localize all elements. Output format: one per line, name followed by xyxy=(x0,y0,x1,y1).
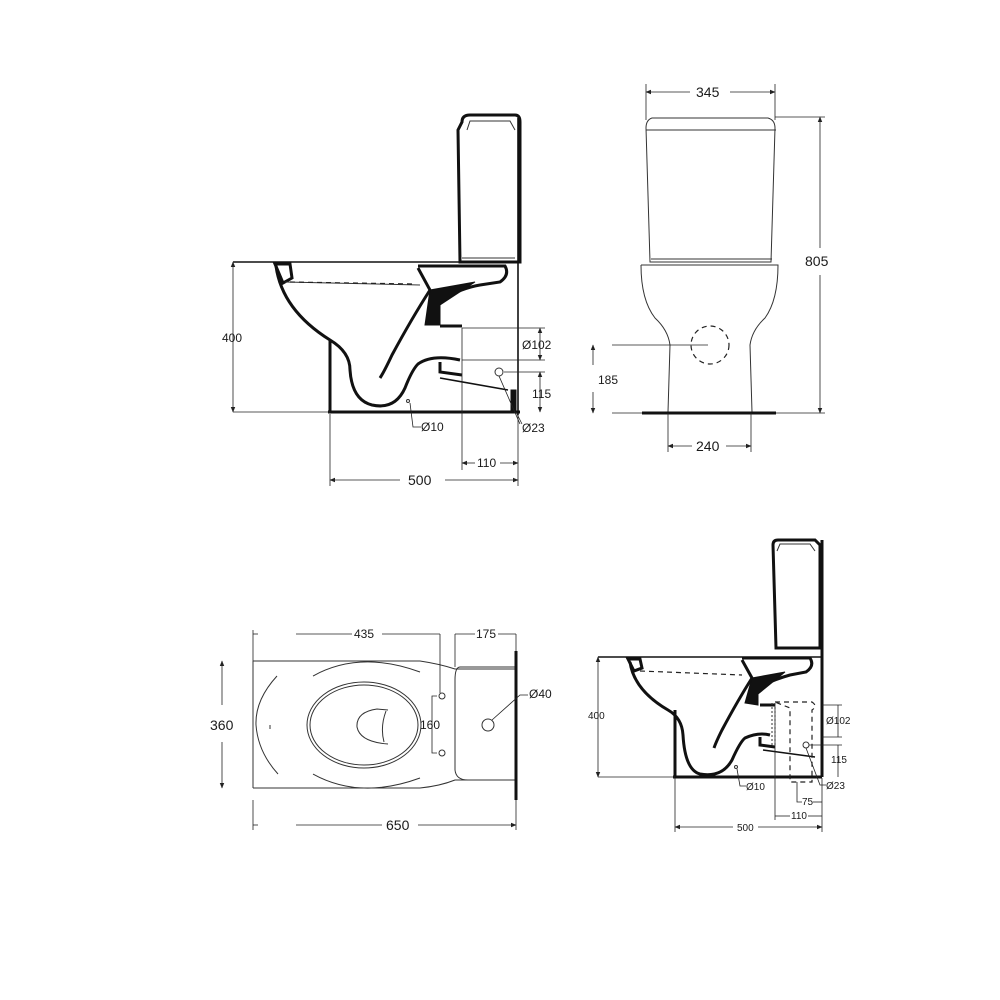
dim-alt-fixing-hole: Ø10 xyxy=(746,782,765,793)
dim-outlet-diameter: Ø102 xyxy=(522,338,552,352)
dim-alt-offset-110: 110 xyxy=(791,811,807,822)
side-view: 400 500 110 Ø102 115 Ø23 Ø10 xyxy=(222,113,552,488)
dim-cistern-depth-175: 175 xyxy=(476,627,496,641)
side-dimensions: 400 500 110 Ø102 115 Ø23 Ø10 xyxy=(222,261,552,488)
dim-alt-length-500: 500 xyxy=(737,823,754,834)
top-dimensions: 435 175 360 160 Ø40 650 xyxy=(210,627,552,833)
dim-offset-110: 110 xyxy=(477,456,496,470)
dim-height-400: 400 xyxy=(222,331,242,345)
dim-alt-height-400: 400 xyxy=(588,711,605,722)
dim-bowl-to-holes-435: 435 xyxy=(354,627,374,641)
dim-alt-inlet-height: 115 xyxy=(831,755,847,766)
dim-inlet-diameter: Ø23 xyxy=(522,421,545,435)
front-view: 345 805 185 240 xyxy=(590,84,829,454)
dim-length-650: 650 xyxy=(386,817,410,833)
dim-base-width-240: 240 xyxy=(696,438,720,454)
front-dimensions: 345 805 185 240 xyxy=(590,84,829,454)
alt-side-dimensions: 400 500 110 75 Ø102 115 Ø23 Ø10 xyxy=(588,656,851,834)
top-view: 435 175 360 160 Ø40 650 xyxy=(210,627,552,833)
dim-alt-outlet-diameter: Ø102 xyxy=(826,716,851,727)
dim-width-360: 360 xyxy=(210,717,234,733)
dim-length-500: 500 xyxy=(408,472,432,488)
side-view-alt: 400 500 110 75 Ø102 115 Ø23 Ø10 xyxy=(588,538,851,834)
cistern-side xyxy=(456,113,522,415)
dim-seat-holes-160: 160 xyxy=(420,718,440,732)
dim-width-345: 345 xyxy=(696,84,720,100)
bowl-side xyxy=(233,261,520,414)
dim-total-height-805: 805 xyxy=(805,253,829,269)
dim-alt-offset-75: 75 xyxy=(802,797,814,808)
dim-fixing-hole: Ø10 xyxy=(421,420,444,434)
dim-alt-inlet-diameter: Ø23 xyxy=(826,781,845,792)
dim-supply-hole-40: Ø40 xyxy=(529,687,552,701)
dim-inlet-height: 115 xyxy=(532,387,551,401)
dim-outlet-height-185: 185 xyxy=(598,373,618,387)
